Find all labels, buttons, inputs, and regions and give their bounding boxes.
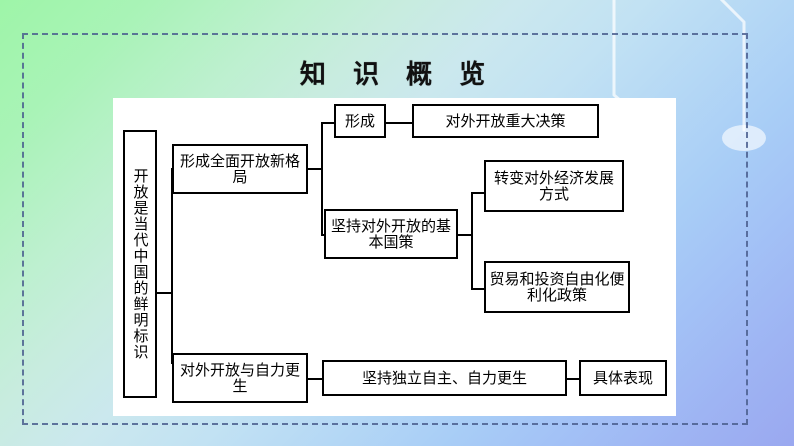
node-xingcheng-label: 形成 xyxy=(344,111,375,130)
node-maoyi-touzi-label: 贸易和投资自由化便利化政策 xyxy=(489,269,625,304)
connector-to-zhuanbian xyxy=(471,192,485,194)
node-root-label: 开放是当代中国的鲜明标识 xyxy=(131,168,150,360)
node-duli-zizhu-label: 坚持独立自主、自力更生 xyxy=(361,368,527,387)
node-branch-1[interactable]: 形成全面开放新格局 xyxy=(172,144,308,194)
connector-branch1-trunk xyxy=(321,122,323,236)
connector-to-xingcheng xyxy=(321,122,335,124)
connector-to-maoyi xyxy=(471,288,485,290)
node-branch-2[interactable]: 对外开放与自力更生 xyxy=(172,353,308,403)
node-root[interactable]: 开放是当代中国的鲜明标识 xyxy=(123,130,157,398)
node-duli-zizhu[interactable]: 坚持独立自主、自力更生 xyxy=(322,360,567,396)
diagram-card: 开放是当代中国的鲜明标识 形成全面开放新格局 形成 对外开放重大决策 坚持对外开… xyxy=(113,98,676,416)
connector-jianchi-trunk xyxy=(471,192,473,290)
node-jianchi-guoce-label: 坚持对外开放的基本国策 xyxy=(330,216,451,251)
dashed-border-frame xyxy=(22,33,748,425)
node-juti-biaoxian[interactable]: 具体表现 xyxy=(579,360,667,396)
node-branch-2-label: 对外开放与自力更生 xyxy=(179,360,300,395)
node-zhuanbian-fangshi-label: 转变对外经济发展方式 xyxy=(493,168,614,203)
connector-root-trunk xyxy=(171,168,173,364)
node-duiwai-kaifang-juece-label: 对外开放重大决策 xyxy=(445,111,566,130)
connector-branch2-to-leaf xyxy=(307,378,323,380)
node-juti-biaoxian-label: 具体表现 xyxy=(592,368,653,387)
connector-xingcheng-to-leaf xyxy=(385,122,413,124)
connector-jianchi-out xyxy=(457,234,473,236)
page-title: 知 识 概 览 xyxy=(299,60,495,90)
connector-root-stub xyxy=(157,292,173,294)
connector-branch1-out xyxy=(307,168,323,170)
node-zhuanbian-fangshi[interactable]: 转变对外经济发展方式 xyxy=(484,160,624,212)
connector-leaf-to-biaoxian xyxy=(566,378,580,380)
node-maoyi-touzi[interactable]: 贸易和投资自由化便利化政策 xyxy=(484,261,630,313)
node-jianchi-guoce[interactable]: 坚持对外开放的基本国策 xyxy=(324,209,458,259)
node-xingcheng[interactable]: 形成 xyxy=(334,104,386,138)
node-branch-1-label: 形成全面开放新格局 xyxy=(179,151,300,186)
node-duiwai-kaifang-juece[interactable]: 对外开放重大决策 xyxy=(412,104,599,138)
